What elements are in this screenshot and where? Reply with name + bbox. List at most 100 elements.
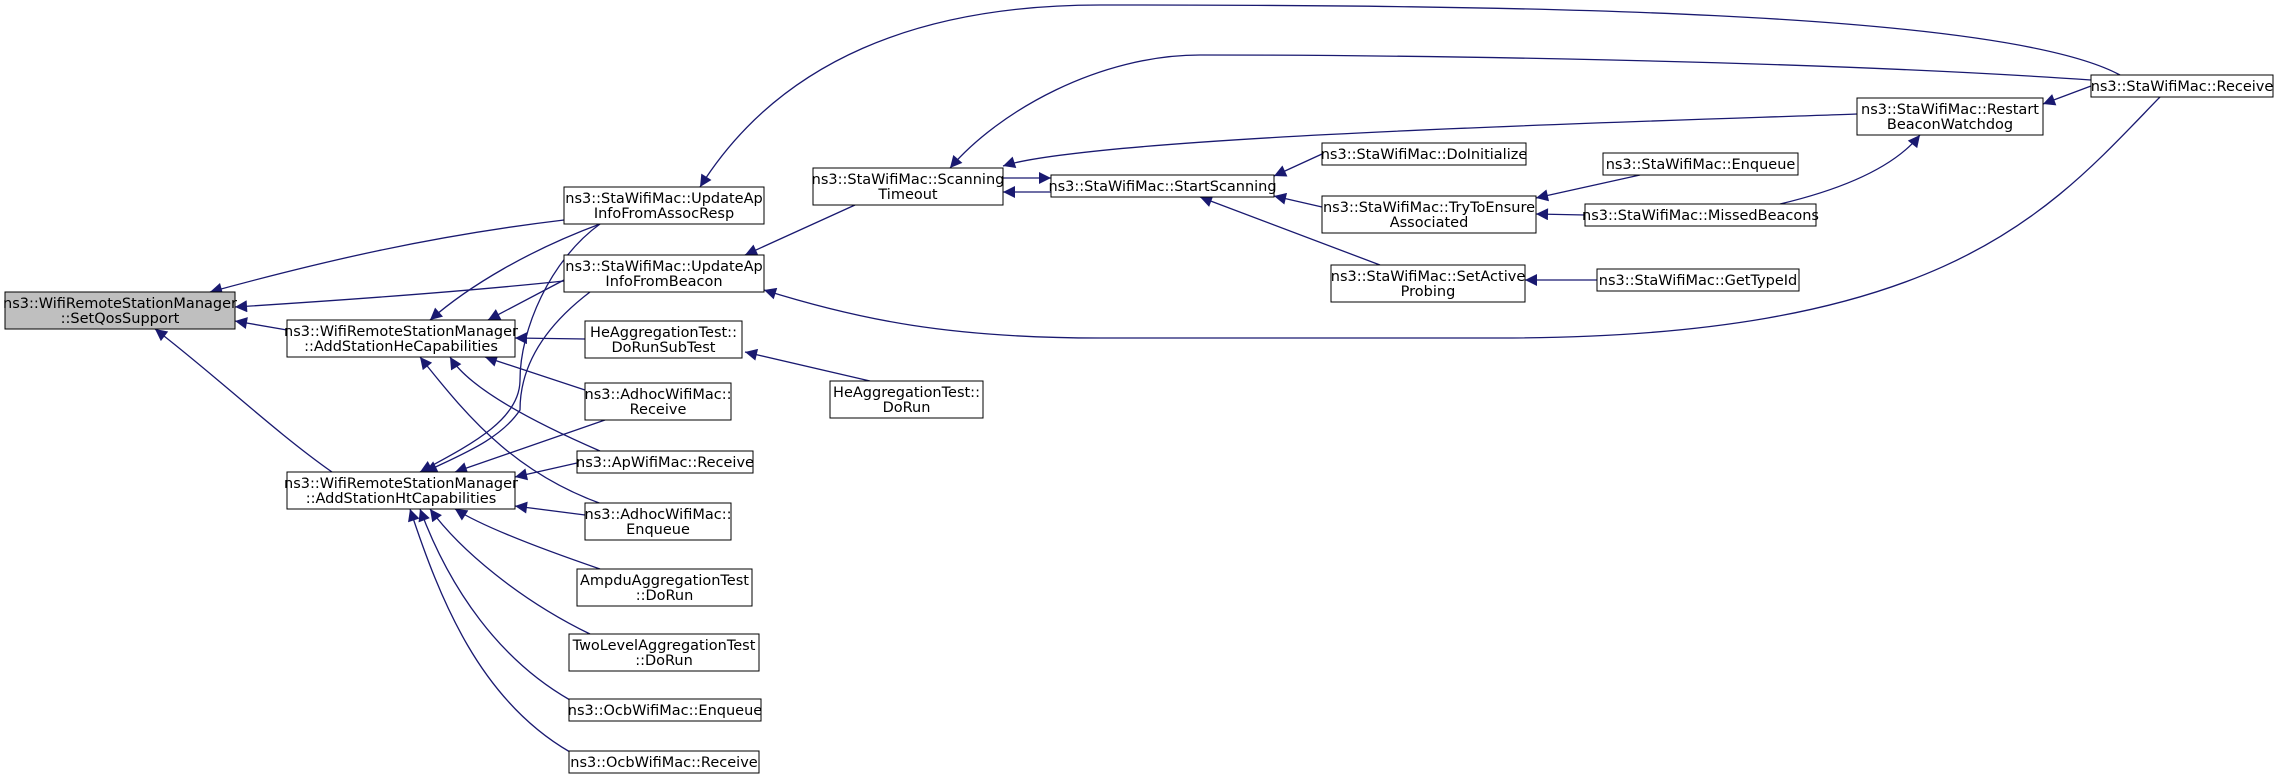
node-label-line: InfoFromBeacon — [605, 274, 722, 290]
edge-addhe-to-setqos — [234, 317, 288, 331]
edge-ocb_enq-to-addht — [418, 508, 571, 701]
node-label-line: ns3::StaWifiMac::Scanning — [812, 172, 1005, 188]
node-box — [563, 186, 765, 225]
node-box — [1321, 142, 1527, 166]
node-addhe[interactable]: ns3::WifiRemoteStationManager::AddStatio… — [284, 319, 518, 358]
edge-sta_recv-to-scan_to — [949, 54, 2092, 169]
node-he_dorunsub[interactable]: HeAggregationTest::DoRunSubTest — [584, 320, 743, 359]
node-ocb_enq[interactable]: ns3::OcbWifiMac::Enqueue — [568, 698, 763, 722]
node-box — [576, 450, 754, 474]
node-label-line: AmpduAggregationTest — [580, 573, 749, 589]
node-label-line: ns3::StaWifiMac::MissedBeacons — [1582, 208, 1819, 224]
node-sta_enq[interactable]: ns3::StaWifiMac::Enqueue — [1602, 152, 1799, 176]
node-box — [812, 167, 1004, 206]
node-sta_recv[interactable]: ns3::StaWifiMac::Receive — [2090, 74, 2274, 98]
node-label-line: ns3::StaWifiMac::UpdateAp — [565, 259, 762, 275]
node-label-line: ns3::WifiRemoteStationManager — [284, 476, 518, 492]
node-label-line: ns3::ApWifiMac::Receive — [576, 455, 754, 471]
node-label-line: ns3::WifiRemoteStationManager — [3, 296, 237, 312]
node-label-line: ::SetQosSupport — [61, 311, 180, 327]
node-label-line: ns3::StaWifiMac::GetTypeId — [1599, 273, 1797, 289]
node-twolevel[interactable]: TwoLevelAggregationTest::DoRun — [568, 633, 760, 672]
edge-setactive-to-startscan — [1199, 195, 1381, 266]
edge-twolevel-to-addht — [429, 508, 591, 635]
node-box — [2090, 74, 2274, 98]
node-label-line: BeaconWatchdog — [1887, 117, 2013, 133]
edge-ocb_recv-to-addht — [408, 508, 571, 753]
node-label-line: Timeout — [877, 187, 938, 203]
node-label-line: ns3::StaWifiMac::Restart — [1861, 102, 2039, 118]
node-upd_assoc[interactable]: ns3::StaWifiMac::UpdateApInfoFromAssocRe… — [563, 186, 765, 225]
edge-upd_assoc-to-setqos — [209, 219, 565, 295]
node-he_dorun[interactable]: HeAggregationTest::DoRun — [829, 380, 984, 419]
node-label-line: ns3::OcbWifiMac::Enqueue — [568, 703, 763, 719]
node-ampdu[interactable]: AmpduAggregationTest::DoRun — [576, 568, 753, 607]
node-box — [4, 291, 236, 330]
node-label-line: ns3::StaWifiMac::DoInitialize — [1321, 147, 1528, 163]
node-label-line: ns3::StaWifiMac::StartScanning — [1048, 179, 1276, 195]
node-box — [568, 698, 762, 722]
node-addht[interactable]: ns3::WifiRemoteStationManager::AddStatio… — [284, 471, 518, 510]
node-box — [563, 254, 765, 293]
edge-upd_assoc-to-addhe — [429, 223, 601, 321]
node-box — [1050, 174, 1275, 198]
node-label-line: HeAggregationTest:: — [590, 325, 737, 341]
node-label-line: ns3::AdhocWifiMac:: — [585, 507, 732, 523]
node-box — [1330, 264, 1526, 303]
node-box — [1596, 268, 1800, 292]
node-setqos[interactable]: ns3::WifiRemoteStationManager::SetQosSup… — [3, 291, 237, 330]
edge-restart-to-scan_to — [1002, 113, 1858, 169]
edge-adhoc_recv-to-addhe — [484, 355, 586, 391]
edge-he_dorunsub-to-addhe — [514, 332, 586, 345]
edge-adhoc_enq-to-addhe — [419, 356, 621, 511]
node-box — [568, 633, 760, 672]
node-gettypeid[interactable]: ns3::StaWifiMac::GetTypeId — [1596, 268, 1800, 292]
node-box — [584, 382, 732, 421]
edge-upd_beacon-to-setqos — [234, 280, 565, 313]
edge-adhoc_enq-to-addht — [514, 501, 586, 516]
node-box — [829, 380, 984, 419]
node-label-line: ns3::WifiRemoteStationManager — [284, 324, 518, 340]
node-box — [576, 568, 753, 607]
node-label-line: ::DoRun — [636, 588, 694, 604]
node-label-line: ::DoRun — [635, 653, 693, 669]
node-box — [584, 502, 732, 541]
edge-ap_recv-to-addhe — [449, 356, 601, 452]
node-adhoc_enq[interactable]: ns3::AdhocWifiMac::Enqueue — [584, 502, 732, 541]
node-adhoc_recv[interactable]: ns3::AdhocWifiMac::Receive — [584, 382, 732, 421]
edge-upd_assoc-to-addht — [419, 223, 601, 473]
edges-layer — [154, 4, 2161, 753]
edge-doinit-to-startscan — [1273, 153, 1323, 177]
node-label-line: TwoLevelAggregationTest — [572, 638, 756, 654]
node-label-line: ns3::OcbWifiMac::Receive — [570, 755, 757, 771]
node-label-line: InfoFromAssocResp — [594, 206, 734, 222]
edge-missed-to-tryensure — [1535, 208, 1586, 221]
node-startscan[interactable]: ns3::StaWifiMac::StartScanning — [1048, 174, 1277, 198]
node-doinit[interactable]: ns3::StaWifiMac::DoInitialize — [1321, 142, 1528, 166]
edge-sta_recv-to-upd_assoc — [699, 4, 2121, 188]
edge-adhoc_recv-to-addht — [454, 419, 606, 474]
node-box — [568, 750, 760, 774]
node-ap_recv[interactable]: ns3::ApWifiMac::Receive — [576, 450, 754, 474]
edge-tryensure-to-startscan — [1273, 192, 1323, 208]
node-label-line: ns3::StaWifiMac::UpdateAp — [565, 191, 762, 207]
node-box — [1321, 195, 1537, 234]
node-ocb_recv[interactable]: ns3::OcbWifiMac::Receive — [568, 750, 760, 774]
node-label-line: ns3::StaWifiMac::SetActive — [1331, 269, 1526, 285]
edge-sta_recv-to-upd_beacon — [763, 96, 2161, 339]
nodes-layer: ns3::WifiRemoteStationManager::SetQosSup… — [3, 74, 2274, 774]
edge-upd_beacon-to-addhe — [487, 279, 565, 321]
node-missed[interactable]: ns3::StaWifiMac::MissedBeacons — [1582, 203, 1819, 227]
edge-missed-to-restart — [1779, 134, 1921, 205]
node-box — [1584, 203, 1817, 227]
node-label-line: ns3::StaWifiMac::Receive — [2091, 79, 2274, 95]
node-label-line: HeAggregationTest:: — [833, 385, 980, 401]
node-label-line: Probing — [1401, 284, 1456, 300]
edge-ampdu-to-addht — [454, 508, 601, 570]
